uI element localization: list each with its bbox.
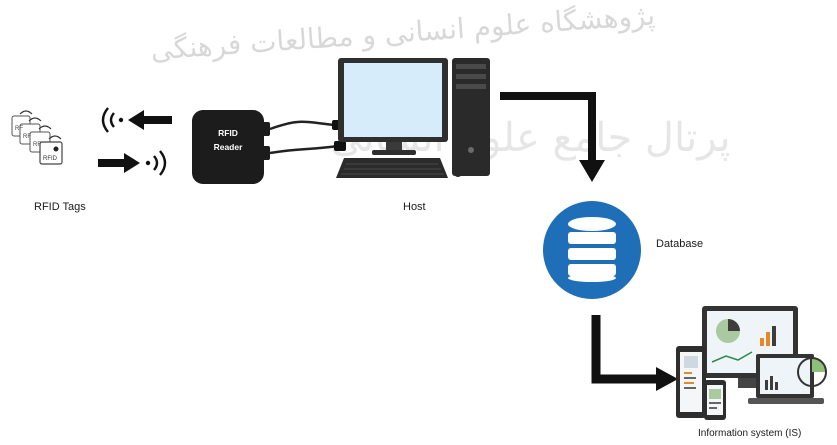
arrow-host-to-database [500,92,605,182]
information-system-devices-icon [676,306,827,420]
tag-text-3: RF [33,142,41,148]
database-icon [543,201,641,299]
arrow-database-to-is [591,315,678,391]
tag-text-4: RFID [43,156,58,162]
database-label: Database [656,238,704,250]
rfid-tags-label: RFID Tags [34,201,86,213]
wireless-signal-icon [101,107,167,176]
arrow-tags-to-reader [98,153,140,173]
reader-host-cables [269,120,346,155]
host-label: Host [403,201,426,213]
information-system-label: Information system (IS) [698,428,802,439]
tag-text-1: RF [15,126,23,132]
arrow-reader-to-tags [128,110,172,130]
rfid-reader-label-line2: Reader [214,142,244,152]
tag-text-2: RF [23,134,31,140]
rfid-reader-icon: RFID Reader [192,110,270,184]
rfid-tags-icon: RF RF RF RFID [11,110,63,165]
rfid-reader-label-line1: RFID [218,128,238,138]
host-computer-icon [336,58,490,178]
